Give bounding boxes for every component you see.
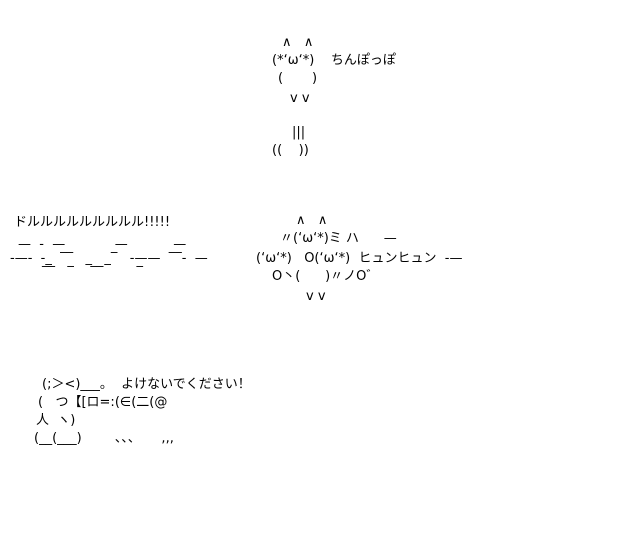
bottom-figure-legs: 人 ヽ) (36, 413, 76, 428)
middle-figure-body: O丶( )〃ノO゛ (272, 269, 380, 284)
speed-lines-bottom: ‾‾ ‾ ‾‾ ‾ (42, 265, 143, 280)
top-figure-face-and-speech: (*‘ω‘*) ちんぽっぽ (272, 53, 396, 68)
top-figure-feet: v v (290, 91, 310, 106)
speed-lines-top: — - — — — (18, 237, 187, 252)
middle-figure-faces: (‘ω‘*) O(‘ω‘*) ヒュンヒュン -— (256, 251, 463, 266)
bottom-figure-feet-and-marks: (__(___) 、、、 ,,, (34, 431, 174, 446)
middle-figure-ears: ∧ ∧ (296, 213, 328, 228)
top-figure-stand: ||| (292, 125, 306, 140)
bottom-figure-arms-and-beam: ( つ【[ロ=:(∈(二(@ (38, 395, 168, 410)
top-figure-body: ( ) (278, 71, 318, 86)
middle-figure-head: 〃(‘ω‘*)ミ ハ — (280, 231, 397, 246)
top-figure-base: (( )) (272, 143, 309, 158)
sound-effect-text: ドルルルルルルルルル!!!!! (14, 215, 171, 230)
bottom-figure-head-and-speech: (;＞<)___。 よけないでください！ (42, 377, 251, 392)
middle-figure-feet: v v (306, 289, 326, 304)
top-figure-ears: ∧ ∧ (282, 35, 314, 50)
speed-lines-middle: -—- -_ ‾‾ _ _‾ -—— ‾‾- — (10, 251, 208, 266)
